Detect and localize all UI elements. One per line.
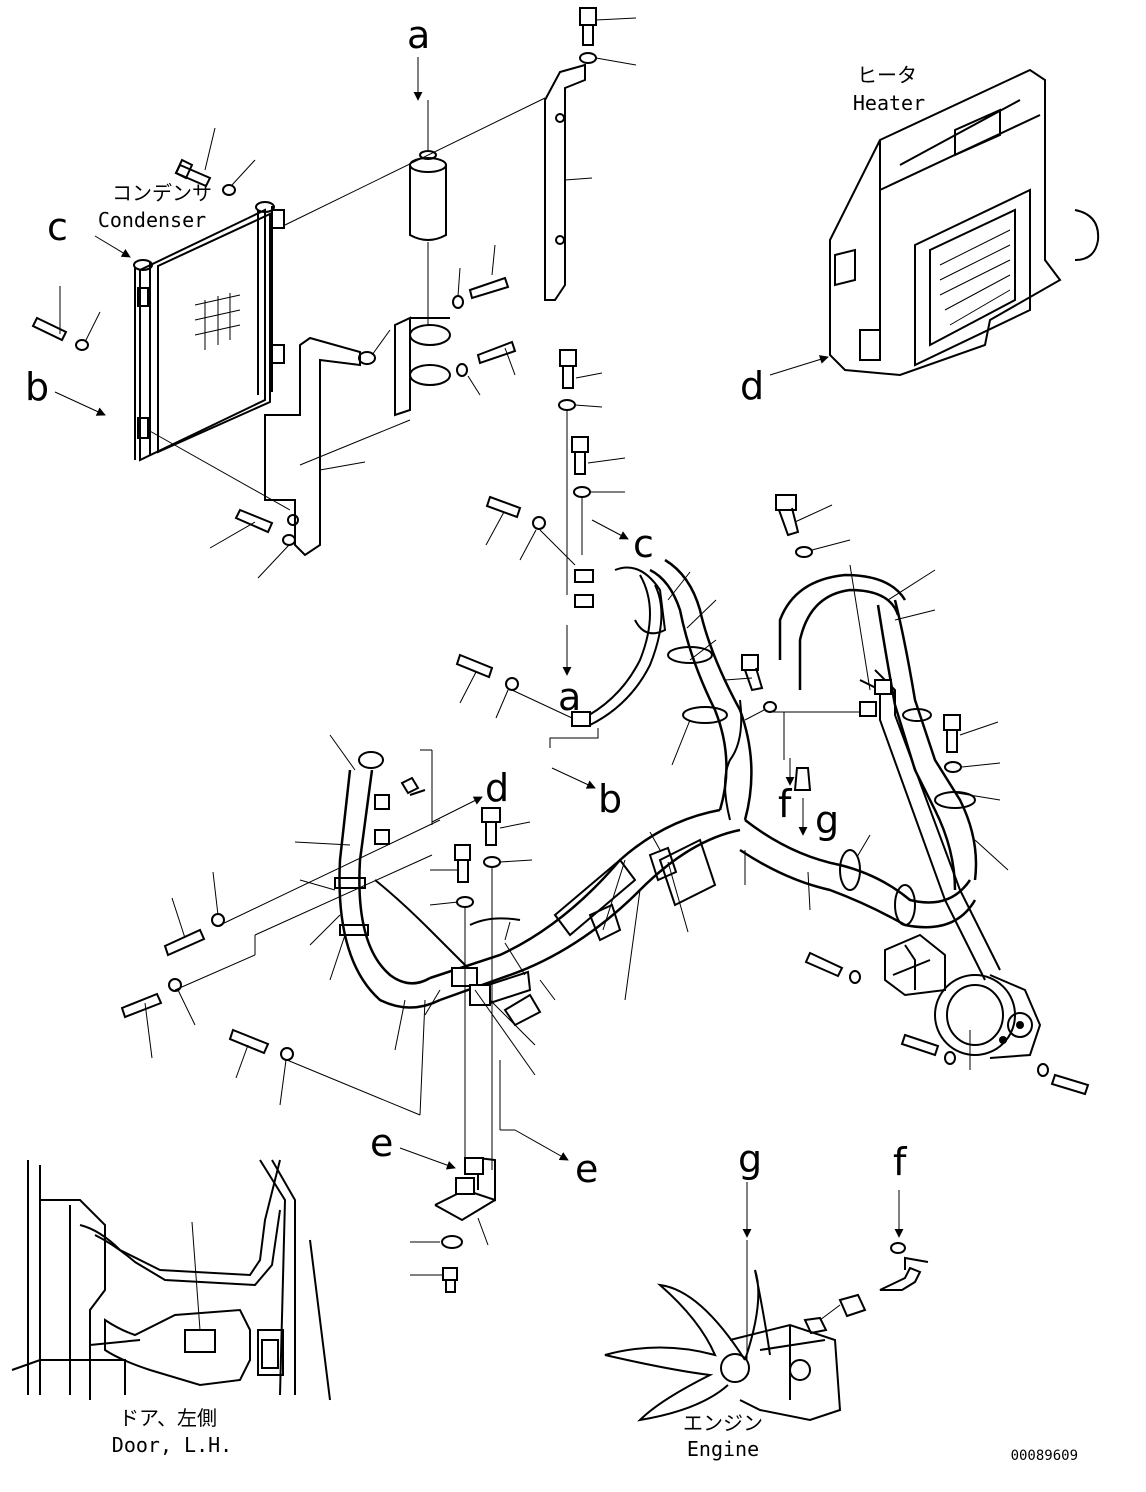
condenser-bolts <box>31 127 296 579</box>
heater-label-en: Heater <box>853 91 925 115</box>
callout-d-heater: d <box>740 364 764 408</box>
middle-bolts <box>120 349 1001 1106</box>
compressor <box>804 933 1090 1096</box>
bracket-left <box>264 329 391 557</box>
condenser-label-en: Condenser <box>98 208 206 232</box>
assembly-lines <box>174 410 871 1170</box>
callout-a-top: a <box>407 13 430 57</box>
receiver-drier <box>394 150 451 417</box>
engine-illustration <box>604 1242 929 1422</box>
door-label-en: Door, L.H. <box>112 1433 232 1457</box>
callout-c-left: c <box>47 205 68 249</box>
engine-label-en: Engine <box>687 1437 759 1461</box>
bracket-upper <box>544 7 637 301</box>
hose-leader-lines <box>294 569 1009 1076</box>
callout-e-left: e <box>370 1121 393 1165</box>
door-label-jp: ドア、左側 <box>119 1406 217 1430</box>
clamp-bracket <box>410 1156 496 1293</box>
reference-lines <box>147 97 546 511</box>
drawing-number: 00089609 <box>1011 1448 1078 1464</box>
callout-g-engine: g <box>738 1137 762 1181</box>
condenser-label: コンデンサ Condenser <box>98 181 212 232</box>
condenser-assembly <box>133 201 285 462</box>
callouts: a a b b c c d d e e f g f g <box>25 13 908 1360</box>
engine-label-jp: エンジン <box>683 1411 763 1435</box>
callout-g-hose: g <box>815 798 839 842</box>
callout-c-right: c <box>633 522 654 566</box>
callout-d-hose: d <box>485 766 509 810</box>
engine-label: エンジン Engine <box>683 1411 763 1461</box>
condenser-label-jp: コンデンサ <box>112 181 212 205</box>
callout-b-left: b <box>25 365 49 409</box>
heater-label: ヒータ Heater <box>853 63 925 115</box>
hose-harness <box>334 558 1001 1009</box>
callout-f-engine: f <box>893 1140 908 1184</box>
door-illustration <box>11 1159 331 1401</box>
heater-assembly <box>829 68 1100 377</box>
callout-e-right: e <box>575 1147 598 1191</box>
drier-bolts <box>452 244 517 396</box>
heater-label-jp: ヒータ <box>857 63 917 87</box>
callout-f-hose: f <box>778 782 793 826</box>
callout-b-right: b <box>598 777 622 821</box>
door-label: ドア、左側 Door, L.H. <box>112 1406 232 1457</box>
callout-a-bottom: a <box>558 675 581 719</box>
